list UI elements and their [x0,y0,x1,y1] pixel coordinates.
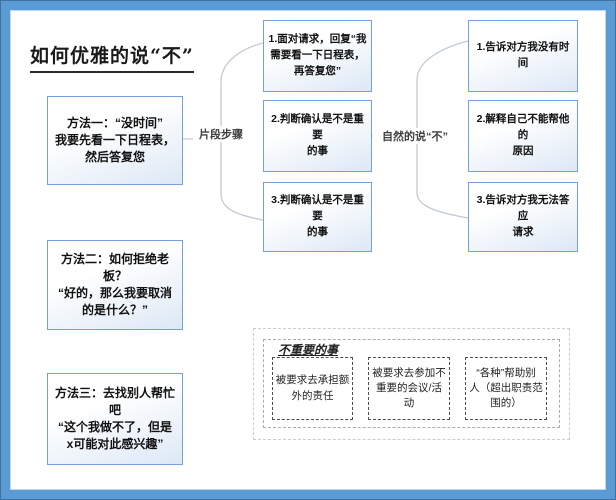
unimportant-group-inner [263,339,560,428]
unimportant-item-3-text: “各种”帮助别 人（超出职责范 围的） [469,366,543,410]
sayno-box-1: 1.告诉对方我没有时间 [468,20,578,92]
method-box-1-text: 方法一：“没时间” 我要先看一下日程表， 然后答复您 [54,116,175,164]
sayno-box-1-text: 1.告诉对方我没有时间 [476,41,570,69]
method-box-1: 方法一：“没时间” 我要先看一下日程表， 然后答复您 [47,96,183,185]
sayno-box-2: 2.解释自己不能帮他的 原因 [468,100,578,172]
sayno-box-3: 3.告诉对方我无法答应 请求 [468,182,578,252]
diagram-canvas: 如何优雅的说“不” 方法一：“没时间” 我要先看一下日程表， 然后答复您 方法二… [10,10,606,490]
bracket-label-right: 自然的说“不” [373,128,457,144]
step-box-3: 3.判断确认是不是重要 的事 [263,182,372,252]
unimportant-item-1: 被要求去承担额 外的责任 [272,357,353,420]
method-box-3-text: 方法三：去找别人帮忙 吧 “这个我做不了，但是 x可能对此感兴趣” [54,386,175,451]
unimportant-item-3: “各种”帮助别 人（超出职责范 围的） [465,357,547,420]
method-box-3: 方法三：去找别人帮忙 吧 “这个我做不了，但是 x可能对此感兴趣” [47,373,183,465]
step-box-2: 2.判断确认是不是重要 的事 [263,100,372,172]
step-box-3-text: 3.判断确认是不是重要 的事 [271,194,364,238]
unimportant-label: 不重要的事 [278,343,339,357]
step-box-2-text: 2.判断确认是不是重要 的事 [271,113,364,157]
unimportant-group-outer [253,328,570,440]
unimportant-item-2: 被要求去参加不 重要的会议/活 动 [368,357,450,420]
sayno-box-3-text: 3.告诉对方我无法答应 请求 [476,194,570,238]
page-title: 如何优雅的说“不” [30,41,194,73]
unimportant-item-2-text: 被要求去参加不 重要的会议/活 动 [372,366,446,410]
method-box-2-text: 方法二：如何拒绝老 板？ “好的，那么我要取消 的是什么？” [57,252,172,317]
step-box-1-text: 1.面对请求，回复“我 需要看一下日程表， 再答复您” [268,33,367,77]
bracket-label-left: 片段步骤 [193,126,249,142]
step-box-1: 1.面对请求，回复“我 需要看一下日程表， 再答复您” [263,20,372,92]
method-box-2: 方法二：如何拒绝老 板？ “好的，那么我要取消 的是什么？” [47,240,183,330]
unimportant-item-1-text: 被要求去承担额 外的责任 [275,374,350,402]
sayno-box-2-text: 2.解释自己不能帮他的 原因 [476,113,570,157]
